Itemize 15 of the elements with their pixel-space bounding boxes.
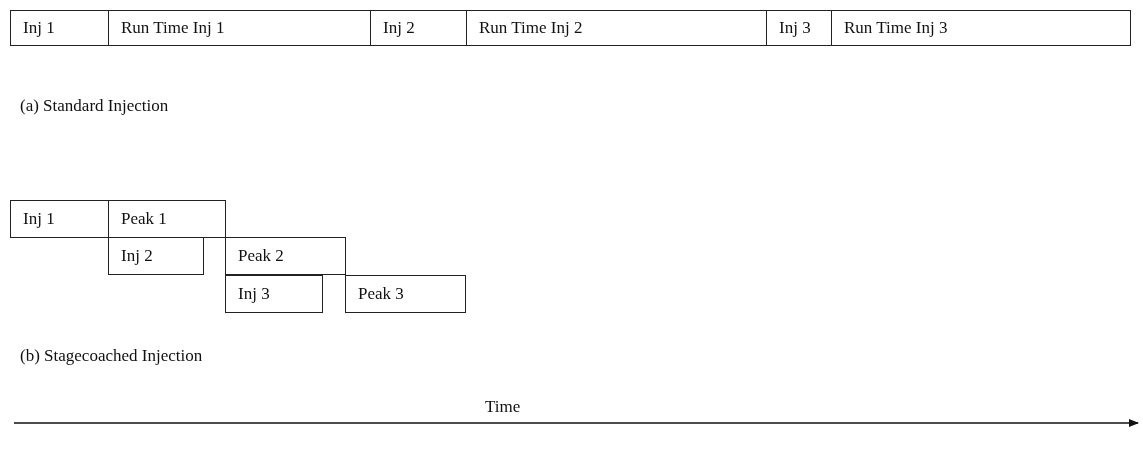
time-segment-box: Peak 1: [108, 200, 226, 238]
time-segment-box: Peak 2: [225, 237, 346, 275]
time-segment-box: Inj 3: [225, 275, 323, 313]
time-segment-box: Inj 3: [766, 10, 832, 46]
time-segment-box: Run Time Inj 1: [108, 10, 371, 46]
time-segment-box: Inj 2: [108, 237, 204, 275]
time-segment-box: Inj 1: [10, 200, 109, 238]
axis-label: Time: [485, 397, 521, 417]
time-segment-box: Run Time Inj 3: [831, 10, 1131, 46]
time-segment-box: Run Time Inj 2: [466, 10, 767, 46]
time-segment-box: Peak 3: [345, 275, 466, 313]
time-segment-box: Inj 2: [370, 10, 467, 46]
time-segment-box: Inj 1: [10, 10, 109, 46]
panel-caption: (a) Standard Injection: [20, 96, 169, 116]
panel-caption: (b) Stagecoached Injection: [20, 346, 203, 366]
